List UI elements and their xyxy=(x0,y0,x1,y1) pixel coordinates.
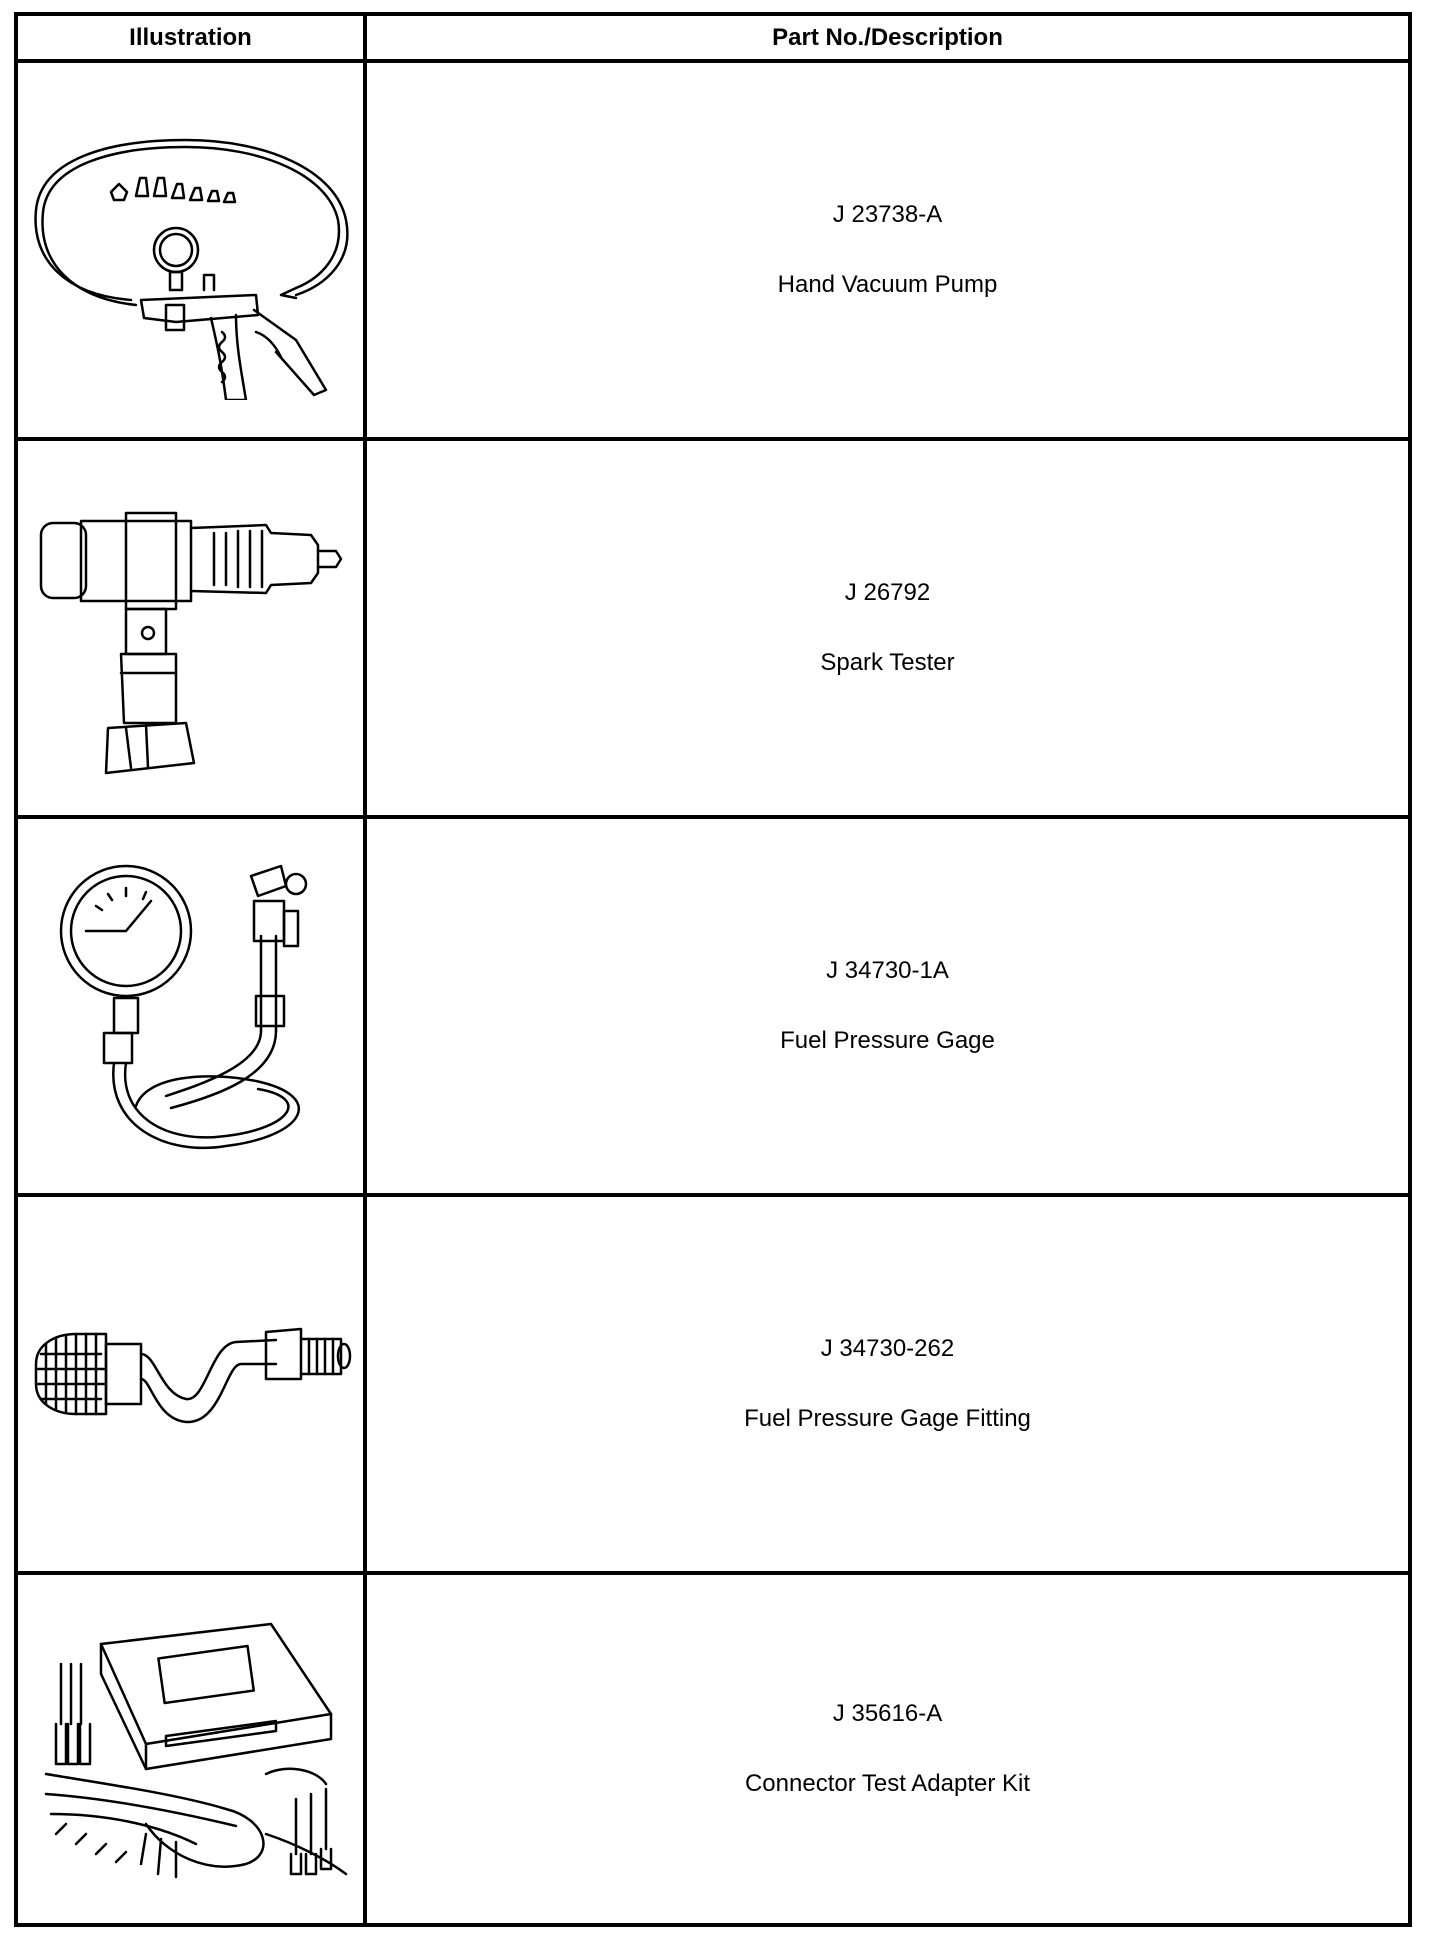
part-number: J 26792 xyxy=(844,579,931,606)
table-row: J 34730-262 Fuel Pressure Gage Fitting xyxy=(18,1197,1408,1571)
part-description: Spark Tester xyxy=(820,649,955,676)
row-divider xyxy=(18,437,1408,441)
spark-tester-icon xyxy=(39,511,342,775)
description-cell: J 35616-A Connector Test Adapter Kit xyxy=(367,1575,1408,1923)
row-divider xyxy=(18,1193,1408,1197)
table-row: J 26792 Spark Tester xyxy=(18,441,1408,815)
table-row: J 34730-1A Fuel Pressure Gage xyxy=(18,819,1408,1193)
part-description: Fuel Pressure Gage xyxy=(780,1027,995,1054)
part-number: J 23738-A xyxy=(832,201,943,228)
part-description: Hand Vacuum Pump xyxy=(777,271,998,298)
table-row: J 35616-A Connector Test Adapter Kit xyxy=(18,1575,1408,1923)
description-cell: J 34730-1A Fuel Pressure Gage xyxy=(367,819,1408,1193)
fuel-pressure-gage-icon xyxy=(59,864,307,1150)
part-description: Connector Test Adapter Kit xyxy=(744,1770,1031,1797)
part-number: J 34730-262 xyxy=(820,1335,955,1362)
hand-vacuum-pump-icon xyxy=(33,138,349,400)
part-number: J 34730-1A xyxy=(826,957,949,984)
gage-fitting-icon xyxy=(34,1327,351,1424)
illustration-cell xyxy=(18,1197,363,1571)
illustration-cell xyxy=(18,1575,363,1923)
description-cell: J 34730-262 Fuel Pressure Gage Fitting xyxy=(367,1197,1408,1571)
part-number: J 35616-A xyxy=(832,1700,943,1727)
special-tools-table: Illustration Part No./Description xyxy=(14,12,1412,1927)
test-adapter-kit-icon xyxy=(44,1622,347,1879)
illustration-cell xyxy=(18,63,363,437)
description-cell: J 23738-A Hand Vacuum Pump xyxy=(367,63,1408,437)
description-cell: J 26792 Spark Tester xyxy=(367,441,1408,815)
part-description: Fuel Pressure Gage Fitting xyxy=(744,1405,1031,1432)
row-divider xyxy=(18,1571,1408,1575)
illustration-cell xyxy=(18,441,363,815)
row-divider xyxy=(18,815,1408,819)
header-part-description: Part No./Description xyxy=(772,23,1003,51)
table-header: Illustration Part No./Description xyxy=(18,16,1408,63)
table-row: J 23738-A Hand Vacuum Pump xyxy=(18,63,1408,437)
header-illustration: Illustration xyxy=(129,23,252,51)
illustration-cell xyxy=(18,819,363,1193)
column-divider xyxy=(363,16,367,1923)
